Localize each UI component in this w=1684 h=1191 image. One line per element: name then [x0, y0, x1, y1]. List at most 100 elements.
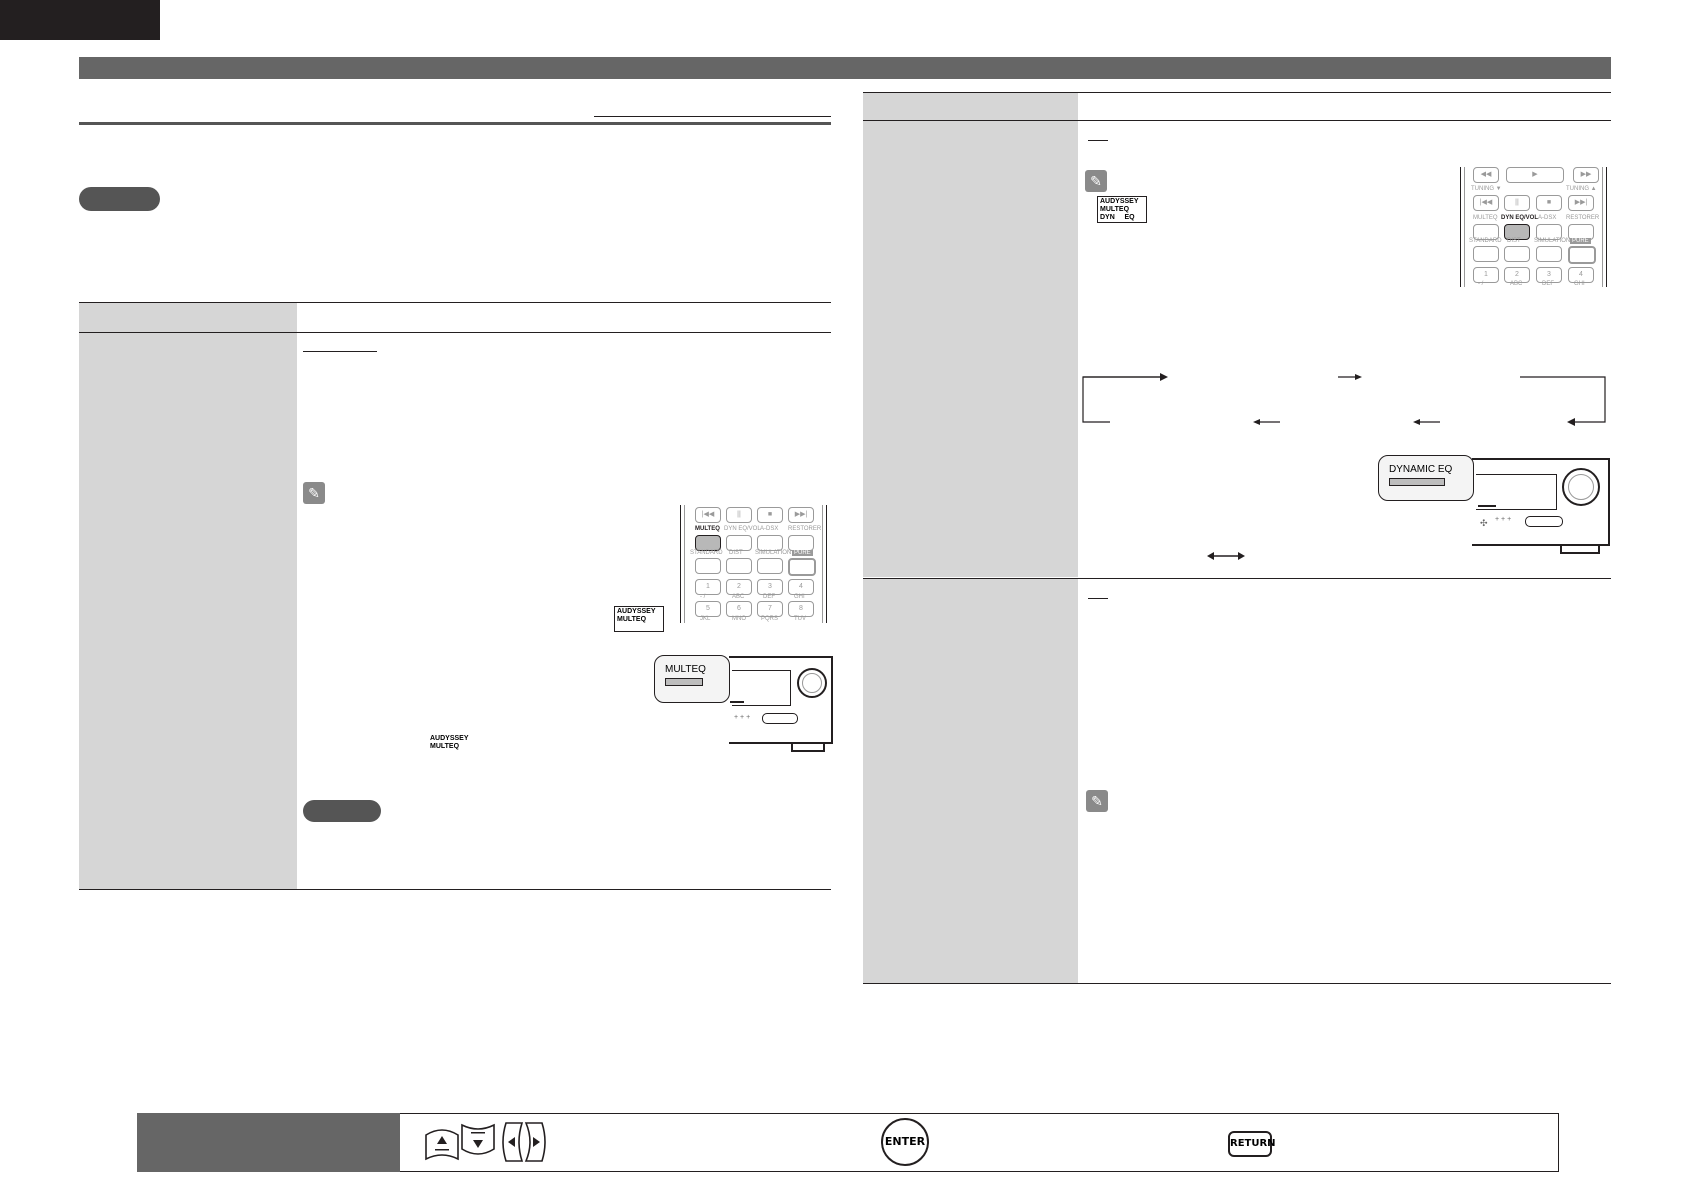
key-2-sub-right: ABC	[1510, 281, 1523, 287]
number-1-key-right: 1	[1473, 267, 1499, 283]
pure-key-label-right: PURE	[1570, 238, 1591, 244]
key-2-sub: ABC	[732, 594, 745, 600]
a-dsx-key	[757, 535, 783, 551]
pencil-icon: ✎	[1085, 170, 1107, 192]
arrow-up-button-icon[interactable]	[425, 1129, 459, 1161]
dist-key-label: DIST	[729, 550, 743, 556]
cycle-connector-left	[1082, 376, 1160, 423]
key-1-sub-right: - /	[1478, 281, 1484, 287]
number-8-key: 8	[788, 601, 814, 617]
setting-underline-right-1	[1088, 140, 1108, 141]
double-arrow-icon	[1207, 552, 1245, 560]
restorer-key-label: RESTORER	[788, 526, 822, 532]
number-2-key: 2	[726, 579, 752, 595]
return-button-icon[interactable]: RETURN	[1228, 1131, 1276, 1157]
rewind-key: ◀◀	[1473, 167, 1499, 183]
audyssey-multeq-indicator: AUDYSSEY MULTEQ	[614, 606, 664, 632]
standard-key-label-right: STANDARD	[1469, 238, 1502, 244]
stop-key: ■	[757, 507, 783, 523]
table-top-rule	[79, 302, 831, 303]
cursor-buttons-group	[425, 1122, 546, 1162]
simulation-key	[757, 558, 783, 574]
restorer-key-label-right: RESTORER	[1566, 215, 1600, 221]
key-4-sub: GHI	[794, 594, 805, 600]
receiver-illustration-left: + + +	[654, 656, 834, 754]
right-table-bottom-rule	[863, 983, 1611, 984]
next-track-key: ▶▶|	[788, 507, 814, 523]
cycle-connector-right	[1520, 376, 1606, 423]
simulation-key-right	[1536, 246, 1562, 262]
key-8-sub: TUV	[794, 616, 806, 622]
standard-key	[695, 558, 721, 574]
multeq-display-callout: MULTEQ	[654, 655, 730, 703]
simulation-key-label-right: SIMULATION	[1534, 238, 1571, 244]
dynamic-eq-callout-label: DYNAMIC EQ	[1389, 464, 1453, 475]
fast-forward-key: ▶▶	[1573, 167, 1599, 183]
number-5-key: 5	[695, 601, 721, 617]
receiver-illustration-right: ✣ + + +	[1380, 454, 1612, 554]
number-2-key-right: 2	[1504, 267, 1530, 283]
dist-key	[726, 558, 752, 574]
audyssey-dynamic-eq-indicator: AUDYSSEY MULTEQ DYN EQ	[1097, 196, 1147, 223]
dynamic-eq-display-callout: DYNAMIC EQ	[1378, 455, 1474, 501]
dyn-eq-vol-key-label-right: DYN EQ/VOL	[1501, 215, 1539, 221]
remote-illustration-left: |◀◀ || ■ ▶▶| MULTEQ DYN EQ/VOL A-DSX RES…	[678, 505, 832, 623]
multeq-callout-bar	[665, 678, 703, 686]
title-rule	[79, 122, 831, 125]
table-bottom-rule	[79, 889, 831, 890]
standard-key-right	[1473, 246, 1499, 262]
next-track-key-right: ▶▶|	[1568, 195, 1594, 211]
pure-key-right	[1568, 246, 1596, 264]
tuning-up-label: TUNING ▲	[1566, 186, 1597, 192]
table-header-rule	[79, 332, 831, 333]
setting-underline-right-2	[1088, 598, 1108, 599]
standard-key-label: STANDARD	[690, 550, 723, 556]
number-4-key-right: 4	[1568, 267, 1594, 283]
right-table-label-column-1	[863, 121, 1078, 577]
prev-track-key: |◀◀	[695, 507, 721, 523]
remote-illustration-right: ◀◀ ▶ ▶▶ TUNING ▼ TUNING ▲ |◀◀ || ■ ▶▶| M…	[1458, 167, 1612, 287]
language-tab[interactable]	[0, 0, 160, 40]
key-4-sub-right: GHI	[1574, 281, 1585, 287]
a-dsx-key-label: A-DSX	[760, 526, 779, 532]
key-1-sub: - /	[700, 594, 706, 600]
right-table-header-rule	[863, 120, 1611, 121]
audyssey-logo-small: AUDYSSEY MULTEQ	[430, 735, 469, 750]
note-pill-2	[303, 800, 381, 822]
number-7-key: 7	[757, 601, 783, 617]
setting-underline	[303, 351, 377, 352]
dyn-eq-vol-key-right	[1504, 224, 1530, 240]
right-table-row-divider	[863, 578, 1611, 579]
table-label-column	[79, 333, 297, 889]
tuning-down-label: TUNING ▼	[1471, 186, 1502, 192]
pause-key-right: ||	[1504, 195, 1530, 211]
stop-key-right: ■	[1536, 195, 1562, 211]
dist-key-right	[1504, 246, 1530, 262]
key-6-sub: MNO	[732, 616, 746, 622]
right-table-header-left-cell	[863, 93, 1078, 120]
restorer-key	[788, 535, 814, 551]
a-dsx-key-label-right: A-DSX	[1538, 215, 1557, 221]
play-key: ▶	[1506, 167, 1564, 183]
pencil-icon: ✎	[1086, 790, 1108, 812]
pure-key-label: PURE	[792, 550, 813, 556]
right-table-top-rule	[863, 92, 1611, 93]
key-7-sub: PQRS	[761, 616, 779, 622]
dynamic-eq-callout-bar	[1389, 478, 1445, 486]
pause-key: ||	[726, 507, 752, 523]
title-underline	[594, 116, 831, 117]
simulation-key-label: SIMULATION	[755, 550, 792, 556]
right-table-label-column-2	[863, 579, 1078, 983]
section-header-bar	[79, 57, 1611, 79]
dyn-eq-vol-key-label: DYN EQ/VOL	[724, 526, 761, 532]
dist-key-label-right: DIST	[1507, 238, 1521, 244]
multeq-key-right	[1473, 224, 1499, 240]
dyn-eq-vol-key	[726, 535, 752, 551]
multeq-key-label-right: MULTEQ	[1473, 215, 1498, 221]
prev-track-key-right: |◀◀	[1473, 195, 1499, 211]
enter-button-icon[interactable]: ENTER	[881, 1118, 929, 1166]
button-legend-label-cell	[137, 1113, 400, 1172]
number-3-key-right: 3	[1536, 267, 1562, 283]
arrow-down-button-icon[interactable]	[461, 1123, 495, 1155]
multeq-callout-label: MULTEQ	[665, 664, 706, 675]
